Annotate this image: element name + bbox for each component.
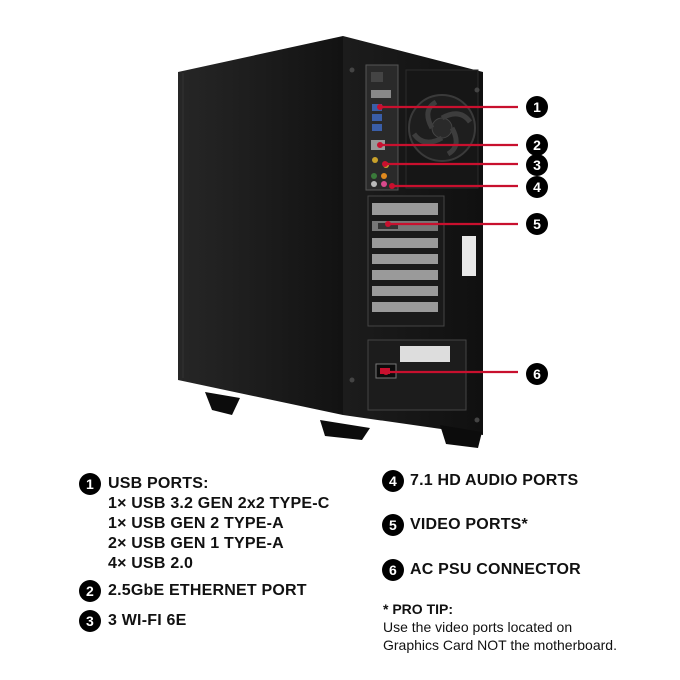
figure-badge-4 [526, 176, 548, 198]
figure-badge-5 [526, 213, 548, 235]
legend-badge-1: 1 [79, 473, 101, 495]
legend-badge-3: 3 [79, 610, 101, 632]
usb-detail-1: 1× USB 3.2 GEN 2x2 TYPE-C [108, 495, 330, 512]
figure-badge-3 [526, 154, 548, 176]
wifi-title: 3 WI-FI 6E [108, 612, 187, 629]
pro-tip: * PRO TIP: Use the video ports located o… [383, 600, 617, 654]
legend-badge-6: 6 [382, 559, 404, 581]
figure-badge-2-number: 2 [533, 137, 541, 153]
ethernet-port-title: 2.5GbE ETHERNET PORT [108, 582, 307, 599]
figure-badge-5-number: 5 [533, 216, 541, 232]
pro-tip-heading: * PRO TIP: [383, 601, 454, 617]
figure-badge-6-number: 6 [533, 366, 541, 382]
legend-badge-5: 5 [382, 514, 404, 536]
pc-case-rear-illustration: 1 2 3 4 5 6 [178, 36, 548, 448]
audio-ports-title: 7.1 HD AUDIO PORTS [410, 472, 579, 489]
legend-badge-2: 2 [79, 580, 101, 602]
figure-badge-2 [526, 134, 548, 156]
figure-badge-1-number: 1 [533, 99, 541, 115]
usb-detail-3: 2× USB GEN 1 TYPE-A [108, 535, 284, 552]
psu-connector-title: AC PSU CONNECTOR [410, 561, 581, 578]
figure-badge-3-number: 3 [533, 157, 541, 173]
figure-badge-6 [526, 363, 548, 385]
pro-tip-line-2: Graphics Card NOT the motherboard. [383, 637, 617, 653]
video-ports-title: VIDEO PORTS* [410, 516, 528, 533]
legend-badge-4: 4 [382, 470, 404, 492]
pro-tip-line-1: Use the video ports located on [383, 619, 573, 635]
figure-badge-1 [526, 96, 548, 118]
usb-detail-2: 1× USB GEN 2 TYPE-A [108, 515, 284, 532]
usb-detail-4: 4× USB 2.0 [108, 555, 194, 572]
usb-ports-title: USB PORTS: [108, 475, 209, 492]
figure-badge-4-number: 4 [533, 179, 541, 195]
